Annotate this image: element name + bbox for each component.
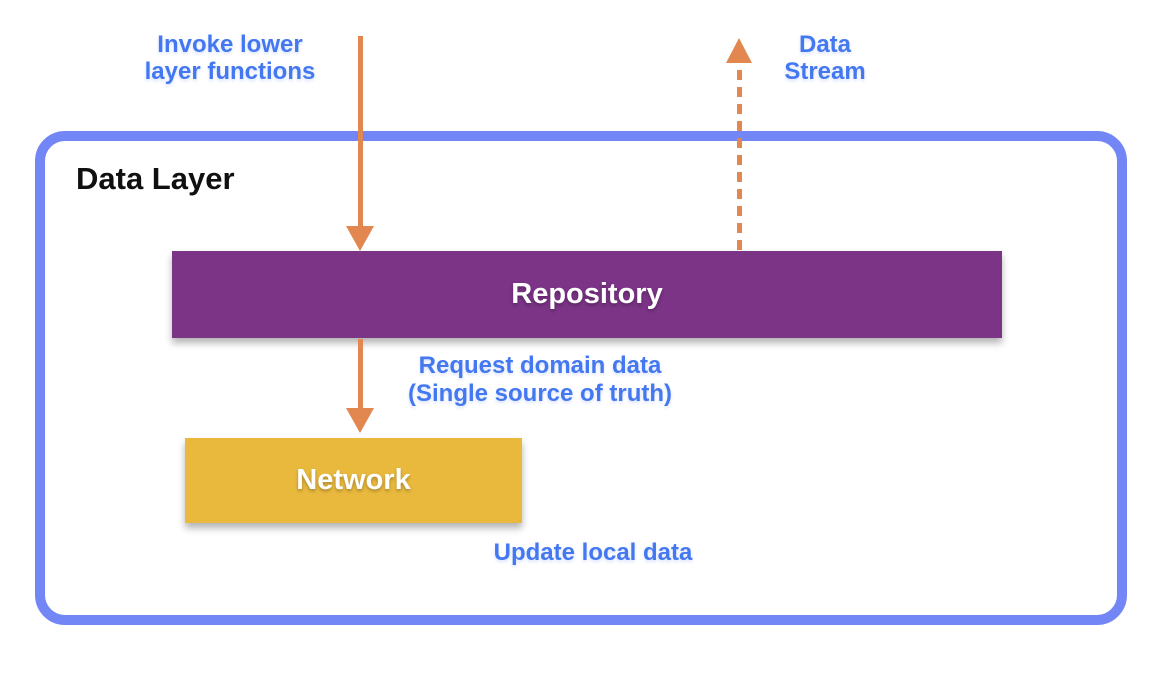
annotation-data-stream: Data Stream [755, 31, 895, 85]
arrow-line [358, 36, 363, 226]
data-layer-title: Data Layer [76, 161, 235, 196]
annotation-invoke-lower-layer-functions: Invoke lower layer functions [95, 31, 365, 85]
network-label: Network [296, 464, 411, 496]
annotation-line: Request domain data [418, 352, 662, 379]
repository-node: Repository [172, 251, 1002, 338]
arrow-line [358, 339, 363, 409]
arrow-head-down-icon [346, 408, 374, 433]
annotation-update-local-data: Update local data [443, 539, 743, 566]
repository-label: Repository [511, 278, 663, 310]
annotation-line: Invoke lower [157, 31, 303, 58]
annotation-request-domain-data: Request domain data (Single source of tr… [340, 352, 740, 408]
arrow-head-down-icon [346, 226, 374, 251]
annotation-line: (Single source of truth) [408, 380, 672, 407]
arrow-dashed-line [737, 70, 742, 251]
network-node: Network [185, 438, 522, 523]
annotation-line: Stream [784, 58, 866, 85]
annotation-line: Update local data [493, 539, 693, 566]
data-layer-container [35, 131, 1127, 625]
annotation-line: Data [798, 31, 852, 58]
arrow-head-up-icon [726, 38, 752, 63]
annotation-line: layer functions [144, 58, 316, 85]
